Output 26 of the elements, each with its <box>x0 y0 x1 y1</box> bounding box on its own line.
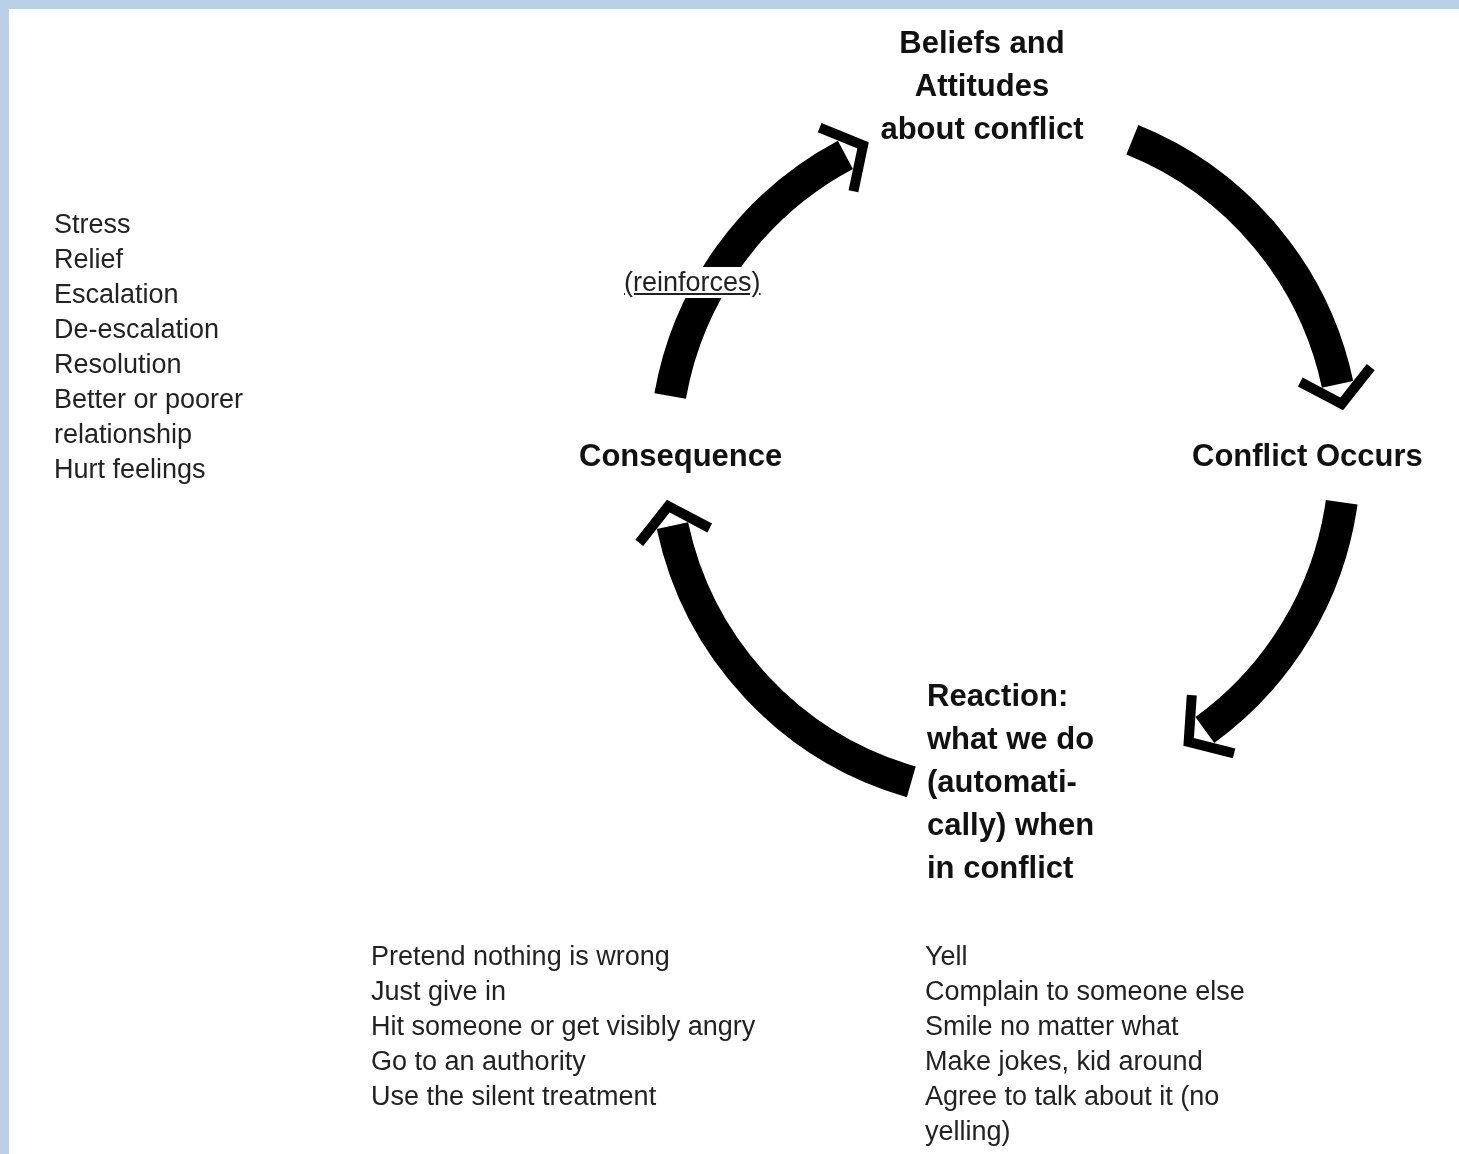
list-item: Hurt feelings <box>54 453 207 486</box>
list-item: Hit someone or get visibly angry <box>371 1010 757 1043</box>
cycle-arrow <box>1125 125 1375 409</box>
list-item: Complain to someone else <box>925 975 1246 1008</box>
list-item: Stress <box>54 208 132 241</box>
stage-label: Consequence <box>579 434 839 477</box>
list-item: Resolution <box>54 348 183 381</box>
list-item: Just give in <box>371 975 508 1008</box>
list-item: Escalation <box>54 278 180 311</box>
list-item: Better or poorer relationship <box>54 383 245 451</box>
list-item: Smile no matter what <box>925 1010 1180 1043</box>
list-item: Relief <box>54 243 125 276</box>
list-item: Yell <box>925 940 969 973</box>
list-item: Use the silent treatment <box>371 1080 658 1113</box>
cycle-arrow <box>1184 499 1358 757</box>
cycle-arrow <box>654 124 868 400</box>
list-item: Pretend nothing is wrong <box>371 940 671 973</box>
list-item: De-escalation <box>54 313 221 346</box>
list-item: Go to an authority <box>371 1045 587 1078</box>
stage-label: Reaction: what we do (automati- cally) when in conflict <box>927 674 1127 889</box>
stage-label: Beliefs and Attitudes about conflict <box>877 21 1087 150</box>
edge-label: (reinforces) <box>621 267 764 298</box>
cycle-arrow <box>635 501 917 797</box>
list-item: Make jokes, kid around <box>925 1045 1204 1078</box>
stage-label: Conflict Occurs <box>1192 434 1454 477</box>
list-item: Agree to talk about it (no yelling) <box>925 1080 1221 1148</box>
